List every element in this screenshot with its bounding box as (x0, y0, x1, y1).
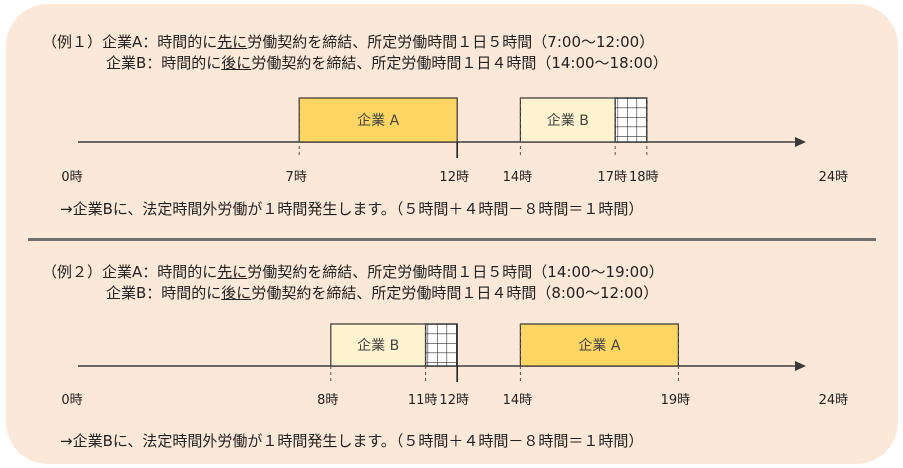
example-1: （例１）企業A：時間的に先に労働契約を締結、所定労働時間１日５時間（7:00～1… (0, 0, 903, 230)
example-2-line-a-prefix: 企業A：時間的に (102, 263, 218, 281)
example-1-result: →企業Bに、法定時間外労働が１時間発生します。（５時間＋４時間－８時間＝１時間） (60, 200, 644, 218)
example-1-line-b-suffix: 労働契約を締結、所定労働時間１日４時間（14:00～18:00） (251, 54, 668, 72)
example-1-line-b: 企業B：時間的に後に労働契約を締結、所定労働時間１日４時間（14:00～18:0… (106, 53, 668, 73)
ex2-tick-label-5: 19時 (661, 393, 691, 408)
ex1-bar-label-0: 企業 A (357, 112, 399, 129)
example-2-line-a: （例２）企業A：時間的に先に労働契約を締結、所定労働時間１日５時間（14:00～… (42, 262, 664, 282)
ex1-tick-label-6: 24時 (819, 170, 849, 185)
example-2-line-a-suffix: 労働契約を締結、所定労働時間１日５時間（14:00～19:00） (247, 263, 664, 281)
ex1-overtime-block (614, 97, 648, 143)
ex2-bar-1 (519, 323, 680, 367)
example-1-line-a-prefix: 企業A：時間的に (102, 33, 218, 51)
example-1-line-a-suffix: 労働契約を締結、所定労働時間１日５時間（7:00～12:00） (247, 33, 655, 51)
ex2-tick-label-4: 14時 (503, 393, 533, 408)
example-1-line-b-underlined: 後に (221, 54, 252, 72)
ex2-overtime-block (424, 323, 458, 367)
example-2-line-b: 企業B：時間的に後に労働契約を締結、所定労働時間１日４時間（8:00～12:00… (106, 283, 658, 303)
ex1-tick-label-4: 17時 (597, 170, 627, 185)
ex1-tick-label-3: 14時 (503, 170, 533, 185)
divider (28, 238, 876, 241)
ex1-tick-label-2: 12時 (439, 170, 469, 185)
example-1-line-b-prefix: 企業B：時間的に (106, 54, 222, 72)
ex1-bar-1 (519, 97, 616, 143)
ex2-tick-label-2: 11時 (408, 393, 438, 408)
ex2-tick-label-3: 12時 (439, 393, 469, 408)
ex1-tick-label-5: 18時 (629, 170, 659, 185)
ex2-tick-label-0: 0時 (61, 393, 82, 408)
ex2-bar-label-0: 企業 B (357, 337, 399, 354)
example-2-line-b-suffix: 労働契約を締結、所定労働時間１日４時間（8:00～12:00） (251, 284, 659, 302)
ex1-tick-label-1: 7時 (286, 170, 307, 185)
example-2-result: →企業Bに、法定時間外労働が１時間発生します。（５時間＋４時間－８時間＝１時間） (60, 432, 644, 450)
example-1-line-a: （例１）企業A：時間的に先に労働契約を締結、所定労働時間１日５時間（7:00～1… (42, 32, 654, 52)
example-2-line-a-underlined: 先に (217, 263, 248, 281)
ex2-axis-arrow (795, 361, 806, 371)
example-2: （例２）企業A：時間的に先に労働契約を締結、所定労働時間１日５時間（14:00～… (0, 232, 903, 462)
example-1-tag: （例１） (42, 33, 103, 51)
ex1-bar-0 (298, 97, 458, 143)
ex2-bar-label-1: 企業 A (578, 337, 620, 354)
example-2-line-b-underlined: 後に (221, 284, 252, 302)
example-2-line-b-prefix: 企業B：時間的に (106, 284, 222, 302)
example-1-line-a-underlined: 先に (217, 33, 248, 51)
ex1-bar-label-1: 企業 B (547, 112, 589, 129)
panel (6, 4, 898, 464)
ex2-tick-label-1: 8時 (317, 393, 338, 408)
ex2-tick-label-6: 24時 (819, 393, 849, 408)
example-2-tag: （例２） (42, 263, 103, 281)
ex1-axis-arrow (795, 137, 806, 147)
ex1-tick-label-0: 0時 (61, 170, 82, 185)
ex2-bar-0 (330, 323, 427, 367)
